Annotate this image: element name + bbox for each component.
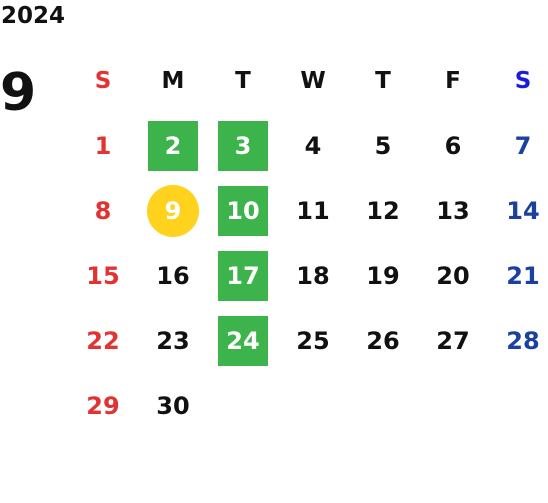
- day-number: 30: [156, 391, 190, 420]
- day-number: 22: [86, 326, 120, 355]
- day-cell[interactable]: 20: [418, 243, 488, 308]
- month-number: 9: [0, 63, 37, 123]
- day-number: 8: [94, 196, 112, 225]
- day-cell[interactable]: 4: [278, 113, 348, 178]
- weekday-header-thu: T: [375, 67, 391, 94]
- day-number: 12: [366, 196, 400, 225]
- day-number: 9: [164, 196, 182, 225]
- day-cell[interactable]: 8: [68, 178, 138, 243]
- day-number: 29: [86, 391, 120, 420]
- weekday-header-fri: F: [445, 67, 461, 94]
- day-number: 28: [506, 326, 540, 355]
- day-cell[interactable]: 24: [208, 308, 278, 373]
- day-number: 25: [296, 326, 330, 355]
- empty-day-cell: [348, 373, 418, 438]
- day-number: 10: [226, 196, 260, 225]
- day-cell[interactable]: 13: [418, 178, 488, 243]
- day-number: 21: [506, 261, 540, 290]
- day-cell[interactable]: 30: [138, 373, 208, 438]
- day-number: 11: [296, 196, 330, 225]
- day-number: 20: [436, 261, 470, 290]
- weekday-header-sun: S: [94, 67, 112, 94]
- day-cell[interactable]: 10: [208, 178, 278, 243]
- weekday-header-tue: T: [235, 67, 251, 94]
- weekday-header-sat: S: [514, 67, 532, 94]
- day-number: 4: [304, 131, 322, 160]
- empty-day-cell: [208, 373, 278, 438]
- day-cell[interactable]: 21: [488, 243, 548, 308]
- day-cell[interactable]: 28: [488, 308, 548, 373]
- day-number: 6: [444, 131, 462, 160]
- day-cell[interactable]: 7: [488, 113, 548, 178]
- weekday-header-wed: W: [300, 67, 326, 94]
- day-cell[interactable]: 22: [68, 308, 138, 373]
- day-number: 5: [374, 131, 392, 160]
- day-cell[interactable]: 6: [418, 113, 488, 178]
- day-number: 26: [366, 326, 400, 355]
- year-label: 2024: [1, 3, 66, 29]
- empty-day-cell: [418, 373, 488, 438]
- day-number: 16: [156, 261, 190, 290]
- day-cell[interactable]: 2: [138, 113, 208, 178]
- day-cell[interactable]: 23: [138, 308, 208, 373]
- day-number: 19: [366, 261, 400, 290]
- day-number: 18: [296, 261, 330, 290]
- day-number: 14: [506, 196, 540, 225]
- day-number: 1: [94, 131, 112, 160]
- day-cell[interactable]: 14: [488, 178, 548, 243]
- day-number: 23: [156, 326, 190, 355]
- day-cell[interactable]: 29: [68, 373, 138, 438]
- day-number: 24: [226, 326, 260, 355]
- day-cell[interactable]: 5: [348, 113, 418, 178]
- day-number: 7: [514, 131, 532, 160]
- day-cell[interactable]: 1: [68, 113, 138, 178]
- day-cell[interactable]: 11: [278, 178, 348, 243]
- weekday-header-mon: M: [161, 67, 185, 94]
- day-number: 13: [436, 196, 470, 225]
- empty-day-cell: [488, 373, 548, 438]
- day-cell[interactable]: 16: [138, 243, 208, 308]
- day-cell[interactable]: 9: [138, 178, 208, 243]
- day-cell[interactable]: 19: [348, 243, 418, 308]
- day-cell[interactable]: 17: [208, 243, 278, 308]
- empty-day-cell: [278, 373, 348, 438]
- day-number: 15: [86, 261, 120, 290]
- day-cell[interactable]: 27: [418, 308, 488, 373]
- day-cell[interactable]: 12: [348, 178, 418, 243]
- day-number: 27: [436, 326, 470, 355]
- day-cell[interactable]: 15: [68, 243, 138, 308]
- day-cell[interactable]: 25: [278, 308, 348, 373]
- day-number: 17: [226, 261, 260, 290]
- day-cell[interactable]: 3: [208, 113, 278, 178]
- day-cell[interactable]: 26: [348, 308, 418, 373]
- day-number: 2: [164, 131, 182, 160]
- day-cell[interactable]: 18: [278, 243, 348, 308]
- day-number: 3: [234, 131, 252, 160]
